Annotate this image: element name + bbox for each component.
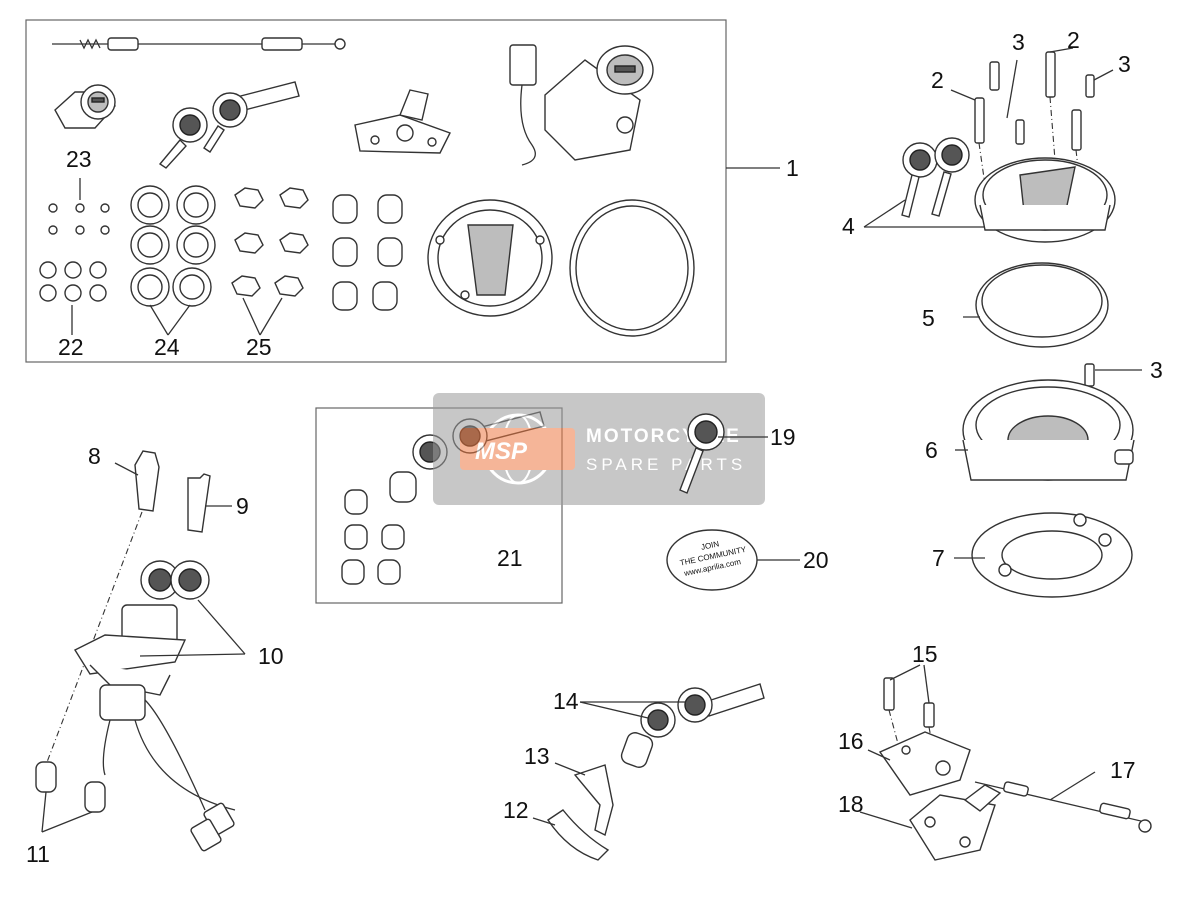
caps-11-part (35, 761, 106, 813)
callout-2: 2 (1067, 27, 1080, 53)
callout-14: 14 (553, 688, 579, 714)
callout-22: 22 (58, 334, 84, 360)
callout-19: 19 (770, 424, 796, 450)
callout-1: 1 (786, 155, 799, 181)
small-washers-part (39, 203, 110, 302)
callout-17: 17 (1110, 757, 1136, 783)
watermark-logo: MSP (475, 438, 528, 465)
callout-9: 9 (236, 493, 249, 519)
keys-4-part (901, 137, 970, 218)
callout-10: 10 (258, 643, 284, 669)
callout-16: 16 (838, 728, 864, 754)
seal-ring-5-part (975, 262, 1109, 348)
plate-16-part (878, 731, 971, 796)
ignition-switch-kit-part (509, 44, 654, 166)
callout-numbers: 1 2 2 3 3 3 4 5 6 7 8 9 10 11 12 13 14 1… (26, 27, 1163, 867)
callout-8: 8 (88, 443, 101, 469)
callout-18: 18 (838, 791, 864, 817)
callout-13: 13 (524, 743, 550, 769)
leader-lines (41, 47, 1142, 833)
callout-3: 3 (1150, 357, 1163, 383)
callout-2: 2 (931, 67, 944, 93)
callout-12: 12 (503, 797, 529, 823)
callout-6: 6 (925, 437, 938, 463)
keys-kit-part (158, 81, 300, 169)
callout-7: 7 (932, 545, 945, 571)
callout-25: 25 (246, 334, 272, 360)
lock-barrels-part (332, 194, 403, 311)
key-19-part (679, 413, 725, 494)
sticker-line1: JOIN (700, 539, 720, 552)
callout-3: 3 (1118, 51, 1131, 77)
callout-24: 24 (154, 334, 180, 360)
callout-15: 15 (912, 641, 938, 667)
bracket-13-part (573, 764, 614, 837)
callout-23: 23 (66, 146, 92, 172)
kit-1-frame (25, 19, 727, 363)
ignition-switch-10-part (73, 560, 236, 852)
callout-4: 4 (842, 213, 855, 239)
small-lock-part (54, 84, 116, 129)
latch-part (354, 89, 451, 154)
screws-15-part (883, 677, 936, 771)
cable-17-part (974, 781, 1152, 833)
seat-lock-14-part (620, 683, 765, 768)
cap-base-6-part (962, 379, 1135, 481)
bolts-2-3-part (974, 51, 1095, 186)
callout-3: 3 (1012, 29, 1025, 55)
screw-3-part (1084, 363, 1095, 387)
pin-8-part (134, 450, 160, 512)
sticker-20-part: JOIN THE COMMUNITY www.aprilia.com (666, 529, 758, 591)
cable-part (52, 37, 346, 51)
cover-12-part (547, 809, 610, 861)
fuel-cap-kit-part (427, 199, 553, 317)
bolt-9-part (187, 473, 211, 533)
fuel-cap-assembly-part (974, 157, 1116, 243)
flange-7-part (971, 512, 1133, 598)
lock-base-18-part (909, 784, 1002, 861)
watermark-line2: SPARE PARTS (586, 455, 746, 474)
callout-21: 21 (497, 545, 523, 571)
callout-5: 5 (922, 305, 935, 331)
callout-20: 20 (803, 547, 829, 573)
seal-ring-kit-part (569, 199, 695, 337)
serrated-washers-part (130, 185, 216, 307)
hex-nuts-part (231, 187, 309, 297)
callout-11: 11 (26, 841, 50, 867)
watermark: MSP MOTORCYCLE SPARE PARTS (433, 393, 765, 505)
